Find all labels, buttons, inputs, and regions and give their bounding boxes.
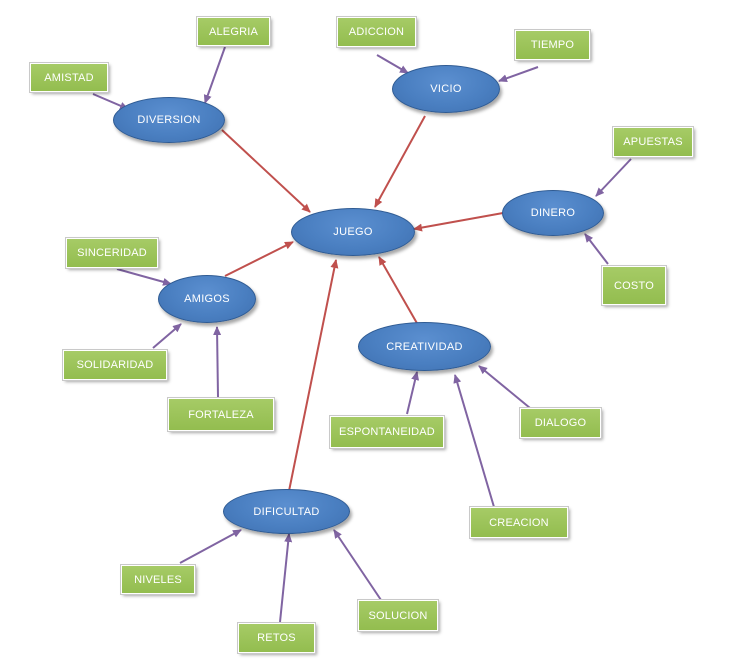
node-amigos: AMIGOS bbox=[158, 275, 256, 323]
arrow-creatividad-to-juego bbox=[378, 256, 419, 326]
box-retos: RETOS bbox=[237, 622, 316, 654]
box-alegria: ALEGRIA bbox=[196, 16, 271, 47]
arrow-fortaleza-to-amigos bbox=[213, 326, 222, 398]
arrow-tiempo-to-vicio bbox=[498, 66, 539, 83]
box-espontaneidad: ESPONTANEIDAD bbox=[329, 415, 445, 449]
box-creacion: CREACION bbox=[469, 506, 569, 539]
box-costo: COSTO bbox=[601, 265, 667, 306]
arrow-sinceridad-to-amigos bbox=[116, 268, 172, 286]
arrow-espontaneidad-to-creatividad bbox=[406, 371, 420, 415]
node-juego: JUEGO bbox=[291, 208, 415, 256]
arrow-adiccion-to-vicio bbox=[376, 54, 409, 74]
box-dialogo: DIALOGO bbox=[519, 407, 602, 439]
node-dinero: DINERO bbox=[502, 190, 604, 236]
box-solidaridad: SOLIDARIDAD bbox=[62, 349, 168, 381]
arrow-vicio-to-juego bbox=[374, 115, 426, 208]
box-niveles: NIVELES bbox=[120, 564, 196, 595]
box-fortaleza: FORTALEZA bbox=[167, 397, 275, 432]
arrow-creacion-to-creatividad bbox=[453, 374, 495, 508]
arrow-solucion-to-dificultad bbox=[333, 529, 382, 601]
arrow-amigos-to-juego bbox=[224, 241, 294, 277]
arrow-retos-to-dificultad bbox=[279, 533, 293, 623]
box-solucion: SOLUCION bbox=[357, 599, 439, 632]
arrow-solidaridad-to-amigos bbox=[152, 323, 182, 349]
node-dificultad: DIFICULTAD bbox=[223, 489, 350, 534]
box-amistad: AMISTAD bbox=[29, 62, 109, 93]
node-vicio: VICIO bbox=[392, 65, 500, 113]
arrow-dificultad-to-juego bbox=[288, 259, 339, 492]
node-diversion: DIVERSION bbox=[113, 97, 225, 143]
box-adiccion: ADICCION bbox=[336, 16, 417, 48]
arrow-alegria-to-diversion bbox=[203, 46, 226, 104]
arrow-dinero-to-juego bbox=[413, 212, 504, 232]
box-apuestas: APUESTAS bbox=[612, 126, 694, 158]
node-creatividad: CREATIVIDAD bbox=[358, 322, 491, 371]
arrow-niveles-to-dificultad bbox=[179, 529, 242, 564]
arrow-costo-to-dinero bbox=[584, 233, 609, 265]
box-tiempo: TIEMPO bbox=[514, 29, 591, 61]
arrow-diversion-to-juego bbox=[221, 129, 311, 213]
arrow-apuestas-to-dinero bbox=[595, 158, 632, 197]
arrow-dialogo-to-creatividad bbox=[478, 365, 531, 409]
box-sinceridad: SINCERIDAD bbox=[65, 237, 159, 269]
